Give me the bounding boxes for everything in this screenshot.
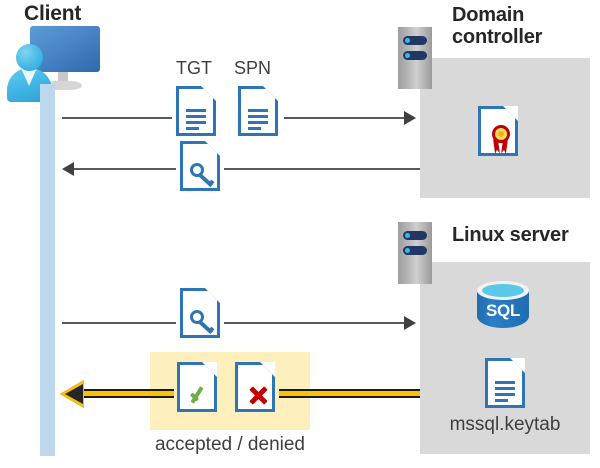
denied-document-icon: [235, 362, 275, 412]
message-3-arrowhead: [404, 316, 416, 330]
rack-bay-icon: [403, 36, 427, 45]
client-lifeline: [40, 84, 55, 456]
message-3-line-left: [62, 322, 176, 324]
domain-controller-title-line1: Domain: [452, 4, 525, 26]
doc-text-line: [495, 381, 515, 384]
doc-text-line: [248, 109, 268, 112]
client-computer-user-icon: [6, 26, 104, 102]
database-cylinder-top: [477, 281, 529, 300]
message-1-line-left: [62, 117, 172, 119]
key-ring-icon: [190, 310, 204, 324]
check-icon: [189, 385, 211, 407]
user-head-icon: [16, 44, 43, 71]
request-key-document-icon: [180, 288, 220, 338]
domain-controller-title: Domain controller: [452, 4, 600, 49]
medal-icon: [492, 125, 510, 143]
doc-text-line: [186, 115, 206, 118]
rack-bay-icon: [403, 231, 427, 240]
rack-bay-icon: [403, 51, 427, 60]
accepted-document-icon: [177, 362, 217, 412]
message-2-line-right: [224, 168, 420, 170]
message-2-arrowhead: [62, 162, 74, 176]
client-title: Client: [24, 2, 82, 25]
spn-document-icon: [238, 86, 278, 136]
spn-label: SPN: [234, 58, 272, 78]
message-4-line-left: [82, 389, 174, 398]
tgt-label: TGT: [176, 58, 212, 78]
monitor-neck-icon: [58, 72, 68, 83]
linux-server-rack-icon: [398, 222, 432, 284]
database-cylinder-top-inner: [482, 284, 524, 297]
doc-text-line: [248, 121, 268, 124]
doc-text-line: [248, 127, 261, 130]
certificate-seal-icon: [488, 125, 514, 155]
cross-icon: [248, 385, 269, 406]
doc-text-line: [248, 115, 268, 118]
sql-database-icon: SQL: [477, 281, 529, 335]
domain-controller-server-rack-icon: [398, 27, 432, 89]
doc-text-line: [495, 387, 515, 390]
message-1-line-right: [284, 117, 404, 119]
tgt-document-icon: [176, 86, 216, 136]
message-2-line-left: [74, 168, 176, 170]
key-icon: [190, 310, 215, 334]
message-1-arrowhead: [404, 111, 416, 125]
doc-text-line: [186, 109, 206, 112]
sql-label: SQL: [485, 301, 521, 320]
service-ticket-key-document-icon: [180, 141, 220, 191]
rack-bay-icon: [403, 246, 427, 255]
key-ring-icon: [190, 163, 204, 177]
message-4-line-right: [279, 389, 420, 398]
doc-text-line: [186, 127, 199, 130]
doc-text-line: [495, 393, 515, 396]
message-3-line-right: [224, 322, 404, 324]
keytab-document-icon: [485, 358, 525, 408]
monitor-base-icon: [44, 81, 82, 90]
user-collar-icon: [21, 68, 37, 86]
keytab-label: mssql.keytab: [449, 414, 561, 435]
certificate-document-icon: [478, 106, 518, 156]
monitor-screen-icon: [30, 26, 100, 72]
message-4-arrowhead: [65, 384, 83, 404]
doc-text-line: [495, 399, 508, 402]
linux-server-title: Linux server: [452, 224, 569, 246]
key-icon: [190, 163, 215, 187]
domain-controller-title-line2: controller: [452, 26, 543, 49]
doc-text-line: [186, 121, 206, 124]
accepted-denied-label: accepted / denied: [154, 434, 305, 455]
